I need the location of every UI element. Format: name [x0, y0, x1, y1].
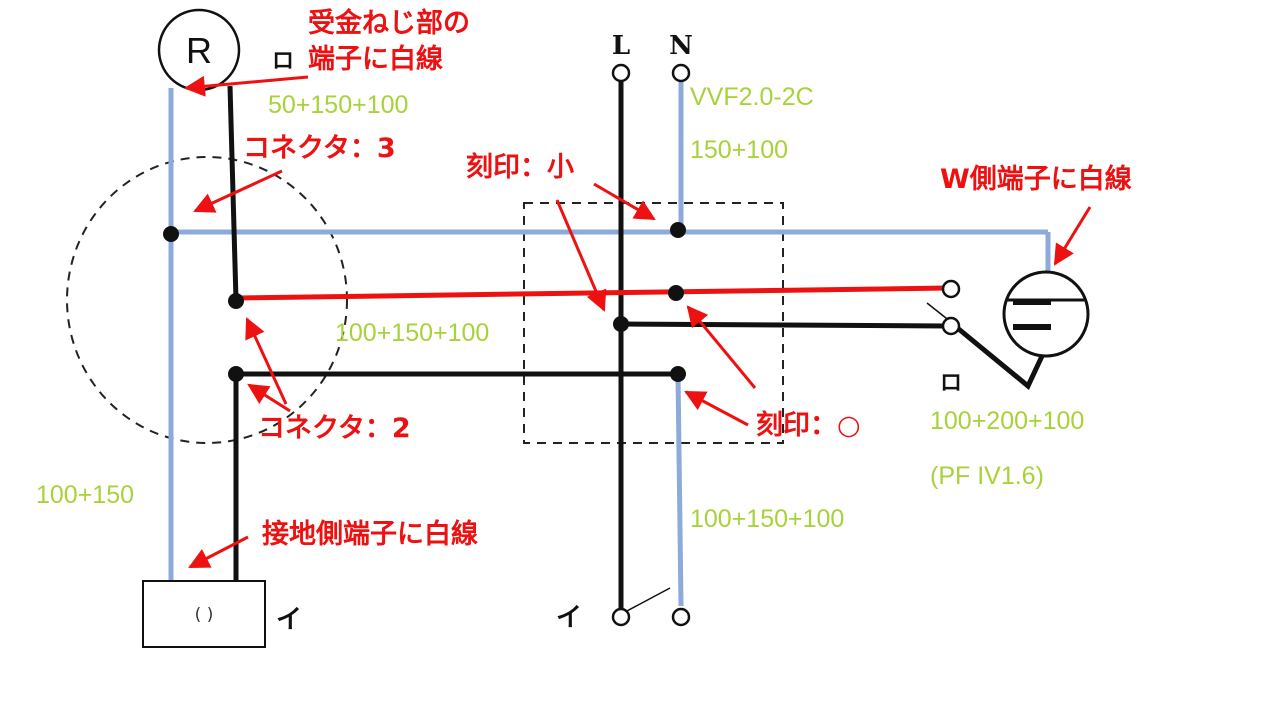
connection-dots: [163, 222, 686, 382]
dim-right-cable: 100+200+100: [930, 407, 1084, 435]
note-connector-2: コネクタ：2: [258, 413, 411, 444]
label-i-center: イ: [556, 603, 582, 633]
dim-vvf: VVF2.0-2C: [690, 83, 814, 111]
note-connector-3: コネクタ：3: [243, 133, 396, 164]
dim-bottom-cable: 100+150+100: [690, 505, 844, 533]
outlet-mark: ( ): [195, 605, 214, 625]
dim-pf: (PF IV1.6): [930, 462, 1044, 490]
source-L: L: [612, 31, 630, 61]
junction-box-left: [66, 156, 348, 444]
note-receptacle-white: 受金ねじ部の 端子に白線: [308, 7, 479, 75]
switch-lever-bottom: [624, 587, 671, 613]
note-stamp-small: 刻印：小: [466, 151, 574, 183]
note-stamp-circle: 刻印：○: [756, 409, 861, 441]
white-wires: [168, 80, 1051, 607]
label-i-bottom: イ: [276, 605, 302, 635]
terminals: [611, 63, 961, 627]
source-N: N: [669, 31, 693, 61]
annotation-arrows: [183, 75, 1092, 569]
dim-left-cable: 100+150: [36, 481, 134, 509]
red-wire: [235, 285, 949, 301]
lamp-symbol: R: [186, 30, 212, 71]
dim-top-cable: 50+150+100: [268, 91, 408, 119]
outlet-box: [142, 580, 266, 648]
dim-middle-cable: 100+150+100: [335, 319, 489, 347]
note-w-terminal-white: W側端子に白線: [940, 163, 1132, 195]
note-ground-terminal-white: 接地側端子に白線: [262, 518, 478, 550]
dim-source-cable: 150+100: [690, 136, 788, 164]
combo-switch-symbol: [1002, 270, 1090, 358]
label-ro-right: ロ: [940, 370, 962, 396]
label-ro-top: ロ: [272, 48, 294, 74]
